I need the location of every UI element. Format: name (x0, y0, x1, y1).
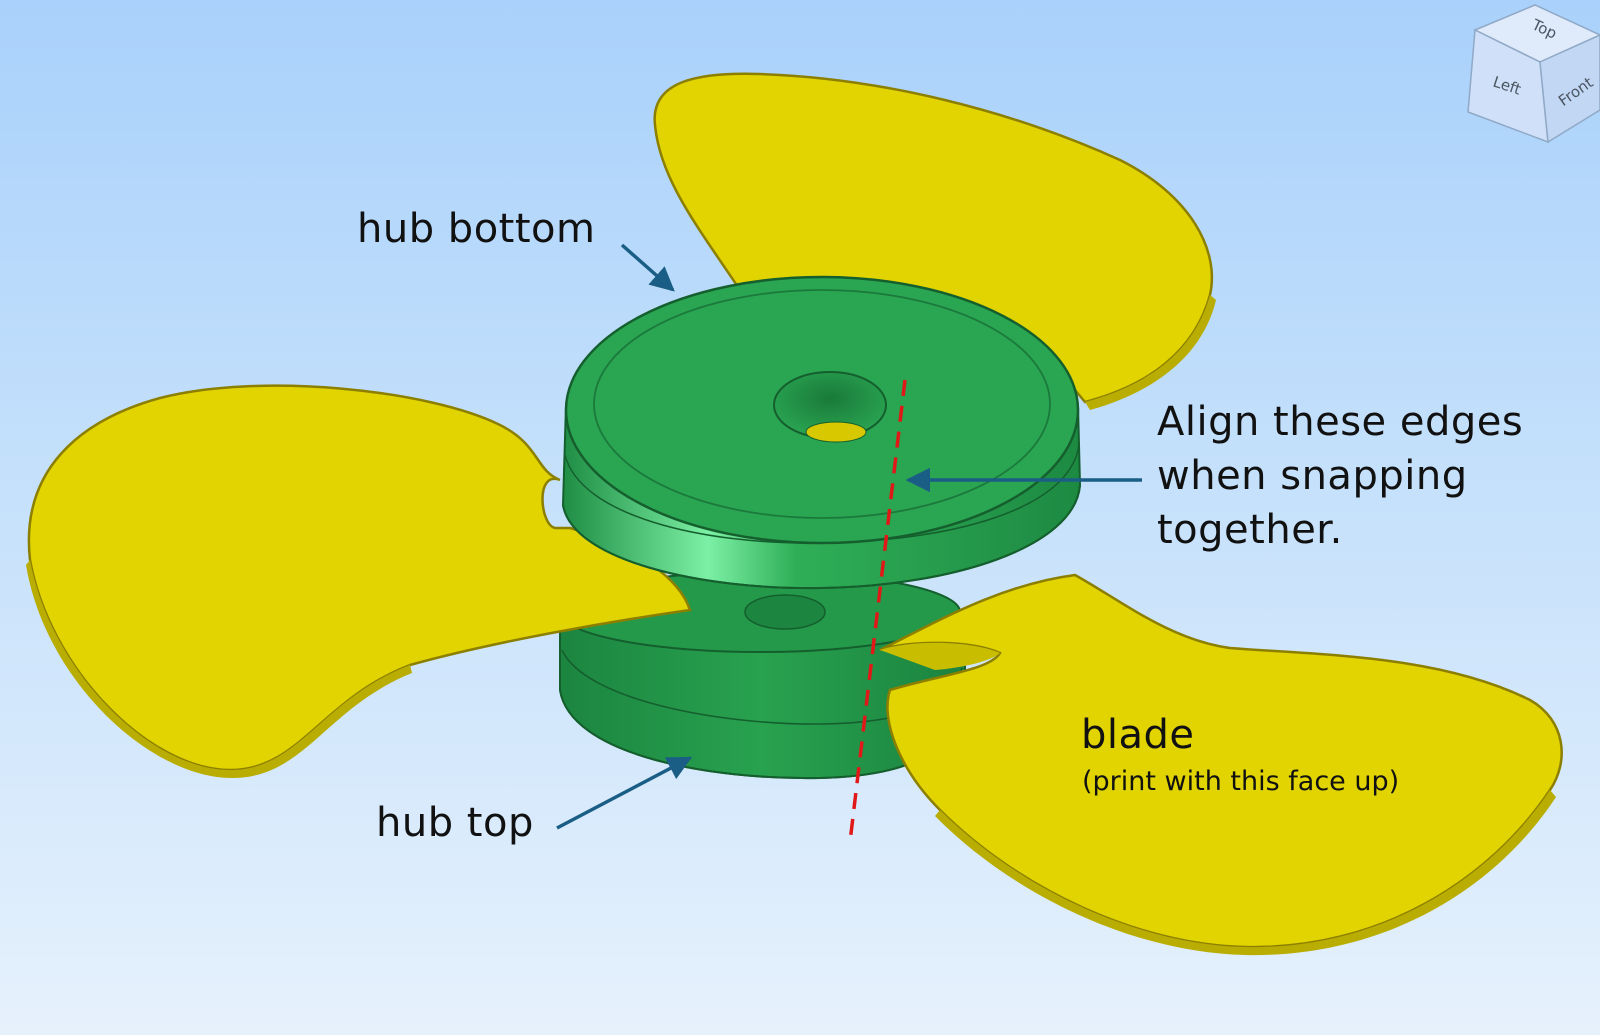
hub-bottom-part (561, 275, 1082, 590)
navigation-view-cube-icon[interactable]: Top Left Front (1467, 4, 1600, 144)
blade-left (26, 384, 692, 778)
align-note-line-2: when snapping (1157, 453, 1468, 499)
blade-label: blade (1081, 712, 1195, 758)
blade-print-note: (print with this face up) (1082, 766, 1400, 797)
align-note-line-1: Align these edges (1157, 399, 1524, 445)
align-edges-note: Align these edges when snapping together… (1157, 395, 1523, 557)
blade-right (879, 573, 1563, 956)
hub-bottom-label: hub bottom (357, 206, 596, 252)
hub-top-label: hub top (376, 800, 534, 846)
hub-bottom-arrow (620, 243, 675, 292)
hub-top-arrow (556, 756, 693, 830)
align-note-line-3: together. (1157, 507, 1343, 553)
